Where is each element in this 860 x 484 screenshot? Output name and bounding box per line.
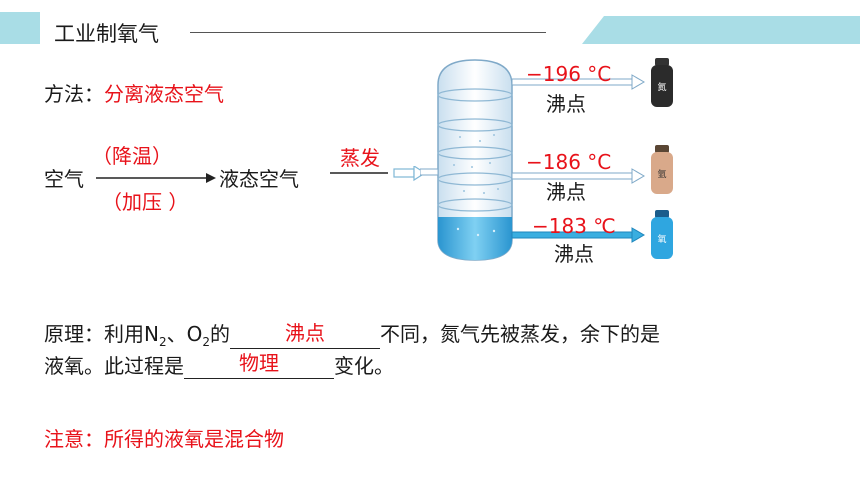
outlet-label-1: 沸点 [546,92,586,116]
outlet-label-2: 沸点 [546,180,586,204]
principle-sub-2: 2 [202,335,210,349]
process-condition-top: （降温） [92,144,172,168]
bottle-oxygen-label: 氧 [657,233,666,245]
principle-suffix-1: 不同，氮气先被蒸发，余下的是 [380,322,660,346]
distillation-column [420,59,645,261]
principle-sep: 、O [166,322,203,346]
page-title: 工业制氧气 [54,22,159,46]
process-condition-bottom: （加压 ） [102,190,189,214]
outlet-pipe-bottom [511,227,645,243]
principle-line2-prefix: 液氧。此过程是 [44,354,184,378]
column-liquid [438,217,512,260]
method-value: 分离液态空气 [104,82,224,106]
method-row: 方法：分离液态空气 [44,78,224,107]
header-accent-left [0,12,40,44]
process-input: 空气 [44,167,84,191]
bottle-argon-label: 氩 [657,168,666,180]
inlet-pipe [420,168,439,176]
outlet-temp-2: −186 °C [526,150,612,174]
process-arrow-1 [96,173,216,183]
bottle-nitrogen: 氮 [651,58,673,107]
outlet-pipe-top [511,74,645,90]
note-text: 注意：所得的液氧是混合物 [44,427,284,451]
header-divider [190,32,546,33]
bottle-oxygen: 氧 [651,210,673,259]
outlet-label-3: 沸点 [554,242,594,266]
outlet-pipe-middle [511,168,645,184]
method-label: 方法： [44,82,104,106]
answer-blank-1[interactable]: 沸点 [230,321,380,349]
principle-mid: 的 [210,322,230,346]
column-bubbles [453,134,499,237]
principle-line-1: 原理：利用N2、O2的沸点不同，氮气先被蒸发，余下的是 [44,318,660,349]
outlet-temp-1: −196 °C [526,62,612,86]
principle-line-2: 液氧。此过程是 物理 变化。 [44,350,394,379]
outlet-temp-3: −183 ℃ [532,214,616,238]
process-step: 蒸发 [340,146,380,170]
process-output: 液态空气 [219,167,299,191]
principle-line2-suffix: 变化。 [334,354,394,378]
principle-sub-1: 2 [158,335,167,349]
answer-blank-1-text: 沸点 [285,321,325,345]
header-accent-right [582,16,860,44]
bottle-argon: 氩 [651,145,673,194]
bottle-nitrogen-label: 氮 [657,81,666,93]
answer-blank-2-text: 物理 [239,351,279,375]
answer-blank-2[interactable]: 物理 [184,351,334,379]
principle-prefix: 原理：利用N [44,322,159,346]
